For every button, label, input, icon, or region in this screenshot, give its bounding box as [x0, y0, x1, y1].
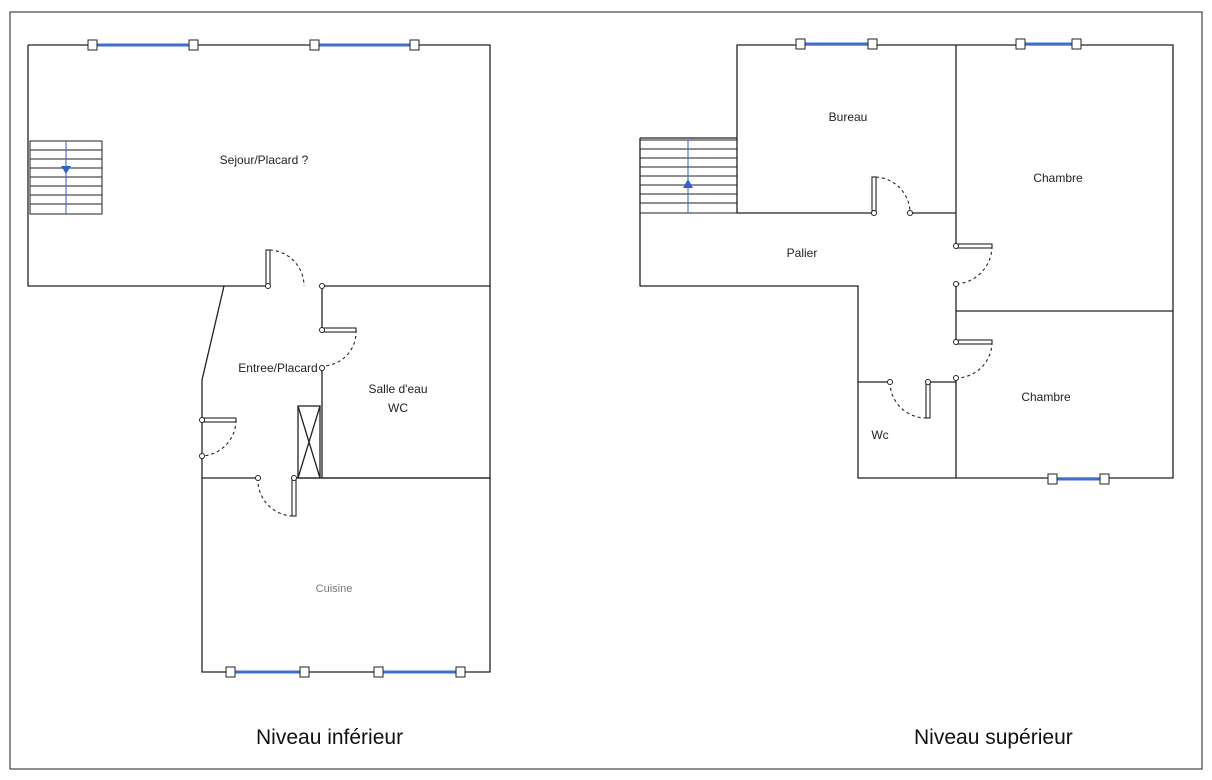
- stair-down-arrow-icon: [61, 166, 71, 174]
- lower-level-plan: [27, 44, 491, 673]
- room-label-salle-eau: Salle d'eau: [368, 382, 427, 396]
- lower-level-caption: Niveau inférieur: [256, 726, 404, 749]
- room-label-wc-upper: Wc: [871, 428, 888, 442]
- upper-level-plan: [639, 44, 1174, 479]
- lower-door-hinges: [199, 283, 325, 481]
- cuisine-walls: [201, 477, 491, 673]
- upper-outer-wall: [736, 44, 1174, 479]
- stair-up-arrow-icon: [683, 179, 693, 188]
- lower-doors: [201, 249, 357, 517]
- upper-doors: [871, 176, 993, 419]
- sejour-wall-outer: [28, 44, 491, 287]
- window-icon: [373, 666, 466, 678]
- room-label-chambre-1: Chambre: [1033, 171, 1083, 185]
- room-label-entree: Entree/Placard: [238, 361, 317, 375]
- window-icon: [1047, 473, 1110, 485]
- window-icon: [795, 38, 878, 50]
- window-icon: [1015, 38, 1082, 50]
- sejour-wall-left: [27, 45, 268, 287]
- image-border: [9, 11, 1203, 770]
- room-label-bureau: Bureau: [829, 110, 868, 124]
- palier-outer-wall: [639, 138, 956, 479]
- room-label-palier: Palier: [787, 246, 818, 260]
- entree-left-wall: [201, 285, 225, 478]
- upper-stairs: [639, 139, 738, 214]
- room-label-wc-lower: WC: [388, 401, 408, 415]
- window-icon: [225, 666, 310, 678]
- window-icon: [309, 39, 420, 51]
- upper-windows: [795, 38, 1110, 485]
- lower-windows: [87, 39, 466, 678]
- lower-stairs: [29, 140, 103, 215]
- placard-box: [297, 405, 321, 479]
- window-icon: [87, 39, 199, 51]
- upper-level-caption: Niveau supérieur: [914, 726, 1073, 749]
- room-label-cuisine: Cuisine: [316, 583, 353, 595]
- upper-door-hinges: [871, 210, 959, 385]
- placard-cross: [297, 405, 321, 479]
- room-label-sejour: Sejour/Placard ?: [220, 153, 309, 167]
- room-label-chambre-2: Chambre: [1021, 390, 1071, 404]
